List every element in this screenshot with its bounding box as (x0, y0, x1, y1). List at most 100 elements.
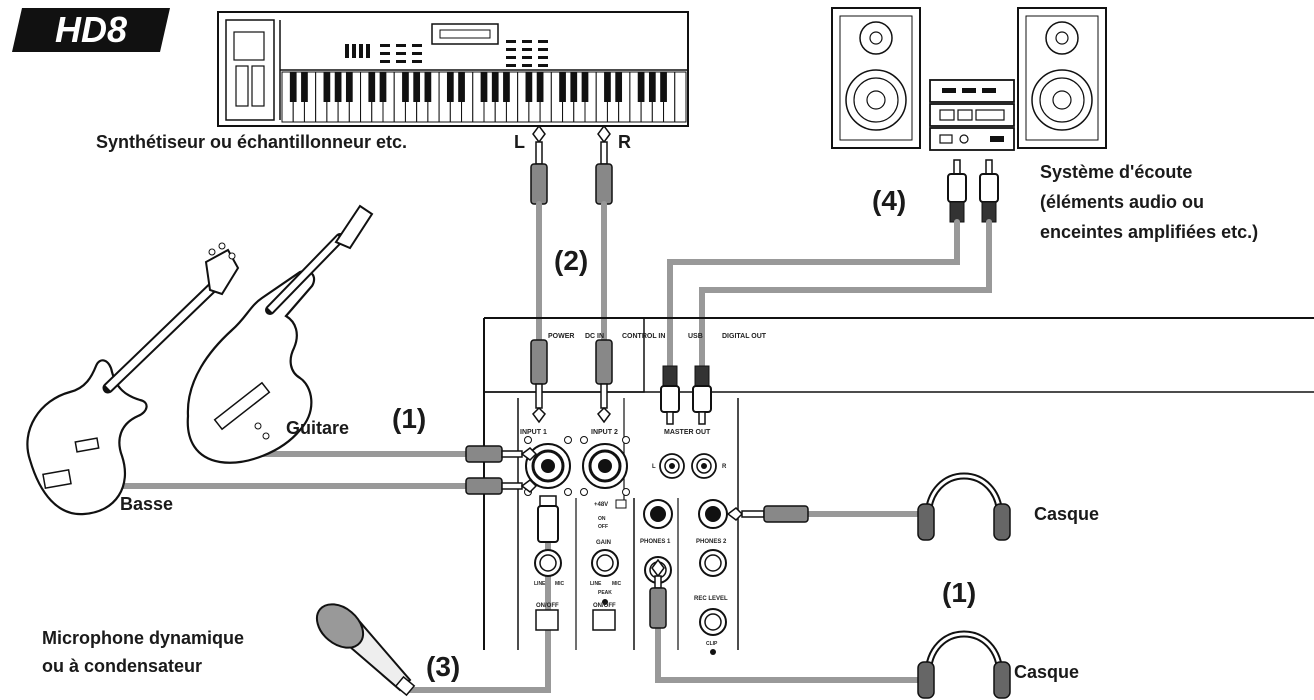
master-out-label: MASTER OUT (664, 429, 711, 436)
step-1a-label: (1) (392, 403, 426, 434)
microphone-icon (315, 603, 416, 697)
synthesizer-icon (217, 11, 689, 127)
line1-label: LINE (534, 581, 546, 587)
dc-in-label: DC IN (585, 333, 604, 340)
black-key (379, 72, 387, 102)
speakers-label-line1: Système d'écoute (1040, 162, 1192, 182)
control-in-label: CONTROL IN (622, 333, 665, 340)
gain1-knob (534, 549, 562, 577)
headphones-top-icon (917, 472, 1011, 541)
black-key (368, 72, 376, 102)
bass-plug (465, 477, 538, 495)
black-key (525, 72, 533, 102)
rca-plug-master-right (692, 365, 712, 425)
bass-icon (26, 242, 240, 516)
onoff1-button[interactable] (535, 609, 559, 631)
black-key (570, 72, 578, 102)
black-key (323, 72, 331, 102)
master-out-rca-right (691, 453, 717, 479)
rec-level-knob (699, 608, 727, 636)
step-4-label: (4) (872, 185, 906, 216)
line2-label: LINE (590, 581, 602, 587)
synth-keys (281, 71, 687, 123)
phones1-label: PHONES 1 (640, 539, 671, 545)
black-key (637, 72, 645, 102)
synth-jack-left (530, 124, 548, 205)
master-l-label: L (652, 464, 656, 470)
synth-plug-input2 (595, 339, 613, 424)
master-out-rca-left (659, 453, 685, 479)
black-key (424, 72, 432, 102)
phones2-label: PHONES 2 (696, 539, 727, 545)
white-key (674, 71, 687, 123)
black-key (604, 72, 611, 102)
rca-plug-speaker-right (979, 159, 999, 223)
mic1-label: MIC (555, 581, 565, 587)
black-key (446, 72, 454, 102)
digital-out-label: DIGITAL OUT (722, 333, 767, 340)
recorder-panel: POWER DC IN CONTROL IN USB DIGITAL OUT I… (483, 317, 1314, 655)
headphones-top-plug (726, 505, 809, 523)
phones2-knob (699, 549, 727, 577)
black-key (660, 72, 667, 102)
synth-plug-input1 (530, 339, 548, 424)
rec-level-label: REC LEVEL (694, 596, 728, 602)
black-key (334, 72, 342, 102)
black-key (301, 72, 308, 102)
headphones-bottom-icon (917, 630, 1011, 699)
black-key (503, 72, 510, 102)
onoff1-label: ON/OFF (536, 603, 559, 609)
synth-left-label: L (514, 132, 525, 152)
black-key (402, 72, 409, 102)
mic2-label: MIC (612, 581, 622, 587)
black-key (581, 72, 589, 102)
speaker-left-icon (831, 7, 921, 149)
power-label: POWER (548, 333, 574, 340)
gain-label: GAIN (596, 540, 611, 546)
input2-combo-jack (582, 443, 628, 489)
speakers-label-line3: enceintes amplifiées etc.) (1040, 222, 1258, 242)
headphones-top-label: Casque (1034, 504, 1099, 524)
black-key (615, 72, 623, 102)
speaker-right-icon (1017, 7, 1107, 149)
logo-text: HD8 (55, 9, 127, 50)
synth-right-label: R (618, 132, 631, 152)
mic-label-line1: Microphone dynamique (42, 628, 244, 648)
black-key (289, 72, 297, 102)
bass-label: Basse (120, 494, 173, 514)
hd8-logo: HD8 (12, 8, 170, 52)
headphones-bottom-plug (649, 558, 667, 629)
peak-led (602, 599, 608, 605)
black-key (480, 72, 488, 102)
mic-label-line2: ou à condensateur (42, 656, 202, 676)
onoff2-label: ON/OFF (593, 603, 616, 609)
peak-label: PEAK (598, 590, 612, 596)
step-1b-label: (1) (942, 577, 976, 608)
black-key (458, 72, 465, 102)
black-key (413, 72, 421, 102)
input1-label: INPUT 1 (520, 429, 547, 436)
guitar-plug (465, 445, 538, 463)
black-key (491, 72, 499, 102)
mic-xlr-plug (537, 495, 559, 543)
synth-label: Synthétiseur ou échantillonneur etc. (96, 132, 407, 152)
phones1-jack (643, 499, 673, 529)
amplifier-icon (929, 79, 1015, 151)
switch-off-label: OFF (598, 524, 608, 530)
black-key (559, 72, 566, 102)
usb-label: USB (688, 333, 703, 340)
onoff2-button[interactable] (592, 609, 616, 631)
rca-plug-speaker-left (947, 159, 967, 223)
guitar-icon (186, 204, 374, 464)
master-r-label: R (722, 464, 727, 470)
black-key (345, 72, 353, 102)
gain2-knob (591, 549, 619, 577)
phantom-label: +48V (594, 502, 608, 508)
input1-combo-jack (525, 443, 571, 489)
clip-led (710, 649, 716, 655)
black-key (536, 72, 544, 102)
headphones-bottom-label: Casque (1014, 662, 1079, 682)
phones2-jack (698, 499, 728, 529)
black-key (648, 72, 656, 102)
